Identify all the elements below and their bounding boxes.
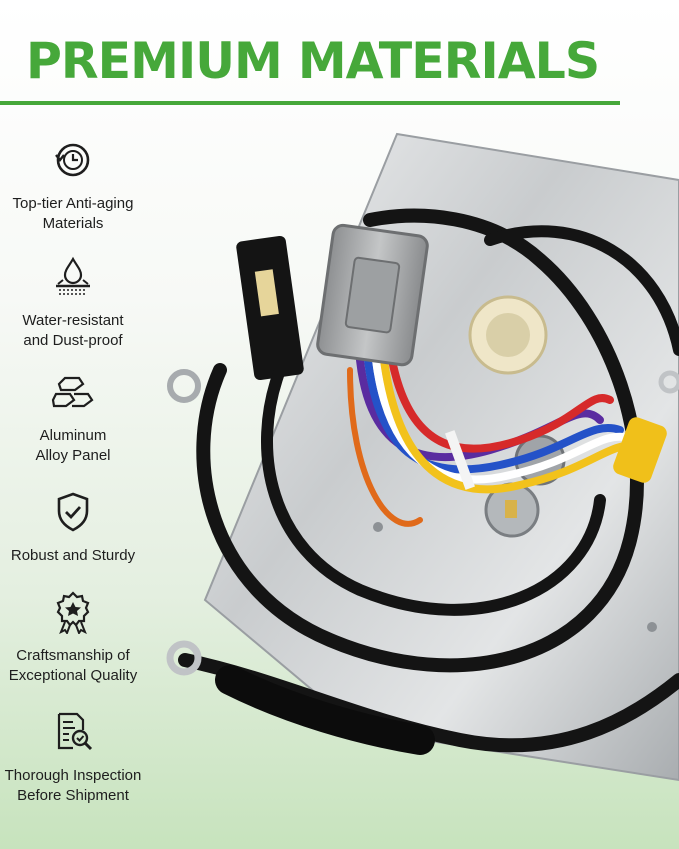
product-photo <box>166 132 679 782</box>
feature-aluminum-panel: Aluminum Alloy Panel <box>0 370 146 466</box>
aluminum-ingot-icon <box>51 376 94 408</box>
quality-badge-icon <box>56 591 90 634</box>
feature-label-line2: Exceptional Quality <box>8 667 138 684</box>
anti-aging-clock-icon <box>55 143 90 177</box>
feature-label-line2: Alloy Panel <box>35 447 111 464</box>
feature-label-line2: Materials <box>42 215 104 232</box>
feature-water-resistant: Water-resistant and Dust-proof <box>0 255 146 351</box>
shield-check-icon <box>57 492 89 532</box>
gray-connector <box>316 223 429 367</box>
feature-craftsmanship: Craftsmanship of Exceptional Quality <box>0 590 146 686</box>
title-underline <box>0 101 620 105</box>
feature-label-line1: Robust and Sturdy <box>10 547 136 564</box>
page-title: PREMIUM MATERIALS <box>26 32 600 90</box>
black-clip <box>236 235 304 381</box>
feature-label-line1: Craftsmanship of <box>16 647 130 664</box>
black-cable <box>178 208 679 755</box>
feature-label-line2: Before Shipment <box>17 787 129 804</box>
feature-label-line1: Top-tier Anti-aging <box>12 195 134 212</box>
feature-anti-aging: Top-tier Anti-aging Materials <box>0 138 146 234</box>
ring-terminals <box>166 370 679 676</box>
feature-inspection: Thorough Inspection Before Shipment <box>0 710 146 806</box>
feature-label-line1: Water-resistant <box>22 312 124 329</box>
feature-label-line1: Thorough Inspection <box>4 767 142 784</box>
colored-wires <box>347 356 644 527</box>
inspection-document-icon <box>57 712 93 751</box>
feature-robust: Robust and Sturdy <box>0 490 146 566</box>
feature-label-line2: and Dust-proof <box>23 332 123 349</box>
water-drop-icon <box>56 256 90 295</box>
feature-label-line1: Aluminum <box>39 427 107 444</box>
zip-tie <box>445 430 475 490</box>
